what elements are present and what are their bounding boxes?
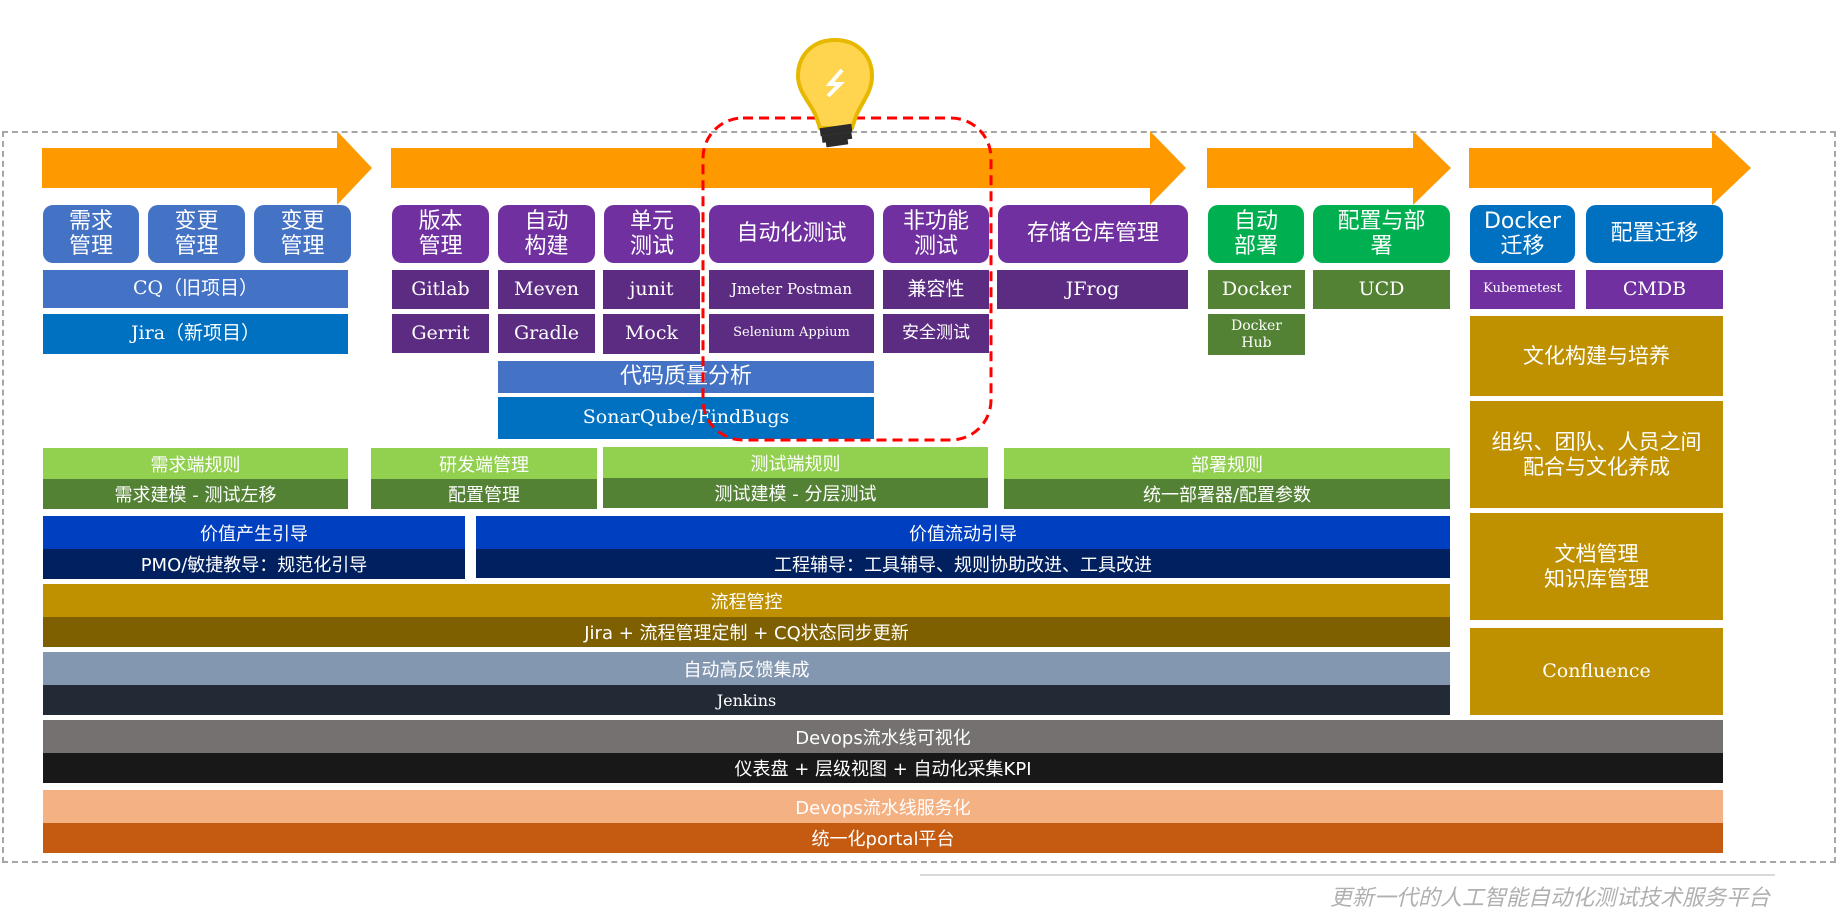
value-detail: 工程辅导：工具辅导、规则协助改进、工具改进 (476, 549, 1450, 578)
value-flow: 价值流动引导 工程辅导：工具辅导、规则协助改进、工具改进 (476, 516, 1450, 578)
tool-meven: Meven (498, 270, 595, 309)
rule-title: 测试端规则 (603, 447, 988, 478)
culture-confluence: Confluence (1470, 628, 1723, 715)
rule-development: 研发端管理 配置管理 (371, 448, 597, 509)
category-repository-mgmt: 存储仓库管理 (998, 205, 1188, 263)
rule-testing: 测试端规则 测试建模 - 分层测试 (603, 447, 988, 508)
tool-junit: junit (603, 270, 700, 309)
tool-security-test: 安全测试 (883, 314, 989, 353)
value-title: 价值产生引导 (43, 516, 465, 549)
pipeline-service: Devops流水线服务化 统一化portal平台 (43, 790, 1723, 853)
tool-jmeter-postman: Jmeter Postman (709, 270, 874, 309)
pipeline-visualization: Devops流水线可视化 仪表盘 + 层级视图 + 自动化采集KPI (43, 720, 1723, 783)
process-title: 流程管控 (43, 584, 1450, 617)
tool-ucd: UCD (1313, 270, 1450, 309)
feedback-detail: Jenkins (43, 685, 1450, 715)
category-unit-test: 单元 测试 (604, 205, 700, 263)
code-quality-title: 代码质量分析 (498, 361, 874, 393)
category-nonfunctional-test: 非功能 测试 (883, 205, 989, 263)
code-quality-tool: SonarQube/FindBugs (498, 397, 874, 439)
tool-cmdb: CMDB (1586, 270, 1723, 309)
rule-title: 需求端规则 (43, 448, 348, 479)
tool-gradle: Gradle (498, 314, 595, 353)
service-title: Devops流水线服务化 (43, 790, 1723, 823)
visual-detail: 仪表盘 + 层级视图 + 自动化采集KPI (43, 753, 1723, 783)
tool-jira: Jira（新项目） (43, 314, 348, 354)
tool-gitlab: Gitlab (392, 270, 489, 309)
tool-gerrit: Gerrit (392, 314, 489, 353)
category-auto-build: 自动 构建 (498, 205, 595, 263)
category-version-mgmt: 版本 管理 (392, 205, 489, 263)
category-config-migration: 配置迁移 (1586, 205, 1723, 263)
rule-detail: 测试建模 - 分层测试 (603, 478, 988, 508)
value-title: 价值流动引导 (476, 516, 1450, 549)
rule-title: 部署规则 (1004, 448, 1450, 479)
category-requirements-mgmt: 需求 管理 (43, 205, 139, 263)
category-change-mgmt-2: 变更 管理 (254, 205, 351, 263)
category-docker-migration: Docker 迁移 (1470, 205, 1575, 263)
category-change-mgmt: 变更 管理 (148, 205, 245, 263)
value-generation: 价值产生引导 PMO/敏捷教导：规范化引导 (43, 516, 465, 579)
tool-cq: CQ（旧项目） (43, 270, 348, 308)
culture-building: 文化构建与培养 (1470, 316, 1723, 396)
rule-detail: 配置管理 (371, 479, 597, 509)
rule-detail: 需求建模 - 测试左移 (43, 479, 348, 509)
value-detail: PMO/敏捷教导：规范化引导 (43, 549, 465, 579)
auto-feedback: 自动高反馈集成 Jenkins (43, 652, 1450, 715)
arrow-right-icon (391, 131, 1186, 205)
arrow-right-icon (42, 131, 372, 205)
tool-docker: Docker (1208, 270, 1305, 309)
category-automation-test: 自动化测试 (709, 205, 874, 263)
process-detail: Jira + 流程管理定制 + CQ状态同步更新 (43, 617, 1450, 647)
tool-mock: Mock (603, 314, 700, 354)
tool-selenium-appium: Selenium Appium (709, 314, 874, 353)
footer-divider (920, 874, 1775, 876)
culture-docs-knowledge: 文档管理 知识库管理 (1470, 513, 1723, 620)
tool-kubemetest: Kubemetest (1470, 270, 1575, 309)
rule-deployment: 部署规则 统一部署器/配置参数 (1004, 448, 1450, 509)
arrow-right-icon (1207, 131, 1451, 205)
process-control: 流程管控 Jira + 流程管理定制 + CQ状态同步更新 (43, 584, 1450, 647)
lightbulb-icon (795, 37, 875, 148)
category-auto-deploy: 自动 部署 (1208, 205, 1304, 263)
culture-team-cooperation: 组织、团队、人员之间 配合与文化养成 (1470, 401, 1723, 508)
rule-detail: 统一部署器/配置参数 (1004, 479, 1450, 509)
arrow-right-icon (1469, 131, 1751, 205)
rule-title: 研发端管理 (371, 448, 597, 479)
tool-compatibility: 兼容性 (883, 270, 989, 309)
tool-jfrog: JFrog (997, 270, 1188, 309)
category-config-deploy: 配置与部 署 (1313, 205, 1450, 263)
visual-title: Devops流水线可视化 (43, 720, 1723, 753)
feedback-title: 自动高反馈集成 (43, 652, 1450, 685)
rule-requirements: 需求端规则 需求建模 - 测试左移 (43, 448, 348, 509)
tool-docker-hub: Docker Hub (1208, 314, 1305, 355)
service-detail: 统一化portal平台 (43, 823, 1723, 853)
footer-slogan: 更新一代的人工智能自动化测试技术服务平台 (1330, 886, 1771, 911)
